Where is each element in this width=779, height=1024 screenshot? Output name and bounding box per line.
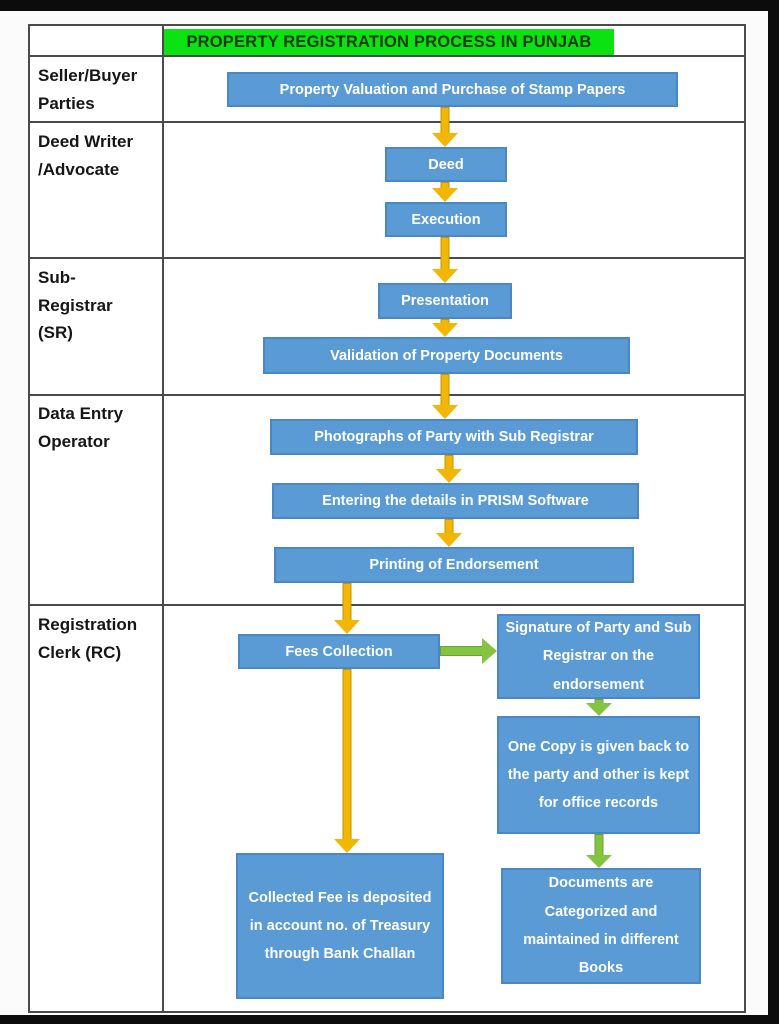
column-divider [162,26,164,1011]
arrow-printing-to-fees [334,583,360,634]
box-signature: Signature of Party and Sub Registrar on … [497,614,700,699]
row-divider-4 [30,604,744,606]
box-signature-text: Signature of Party and Sub Registrar on … [505,620,692,693]
arrow-deed-to-execution [432,182,458,202]
arrow-fees-to-signature [440,638,497,664]
box-entering-prism: Entering the details in PRISM Software [272,483,639,519]
box-execution: Execution [385,202,507,237]
process-table: PROPERTY REGISTRATION PROCESS IN PUNJAB … [28,24,746,1013]
row-divider-1 [30,121,744,123]
box-deed: Deed [385,147,507,182]
box-documents-text: Documents are Categorized and maintained… [523,875,679,977]
scan-border-right [768,0,779,1024]
row-divider-3 [30,394,744,396]
box-collected-fee: Collected Fee is deposited in account no… [236,853,444,999]
arrow-valuation-to-deed [432,107,458,147]
row-label-registration-clerk: Registration Clerk (RC) [38,615,138,662]
arrow-fees-to-collected-fee [334,669,360,853]
box-one-copy-text: One Copy is given back to the party and … [507,738,690,812]
box-photographs: Photographs of Party with Sub Registrar [270,419,638,455]
arrow-presentation-to-validation [432,319,458,337]
arrow-one-copy-to-documents [586,834,612,868]
arrow-signature-to-one-copy [586,699,612,716]
row-divider-title [30,55,744,57]
row-divider-2 [30,257,744,259]
box-documents: Documents are Categorized and maintained… [501,868,701,984]
box-validation: Validation of Property Documents [263,337,630,374]
row-label-seller-buyer: Seller/Buyer Parties [38,66,138,113]
box-printing: Printing of Endorsement [274,547,634,583]
scan-border-top [0,0,779,11]
box-one-copy: One Copy is given back to the party and … [497,716,700,834]
box-property-valuation: Property Valuation and Purchase of Stamp… [227,72,678,107]
row-label-data-entry: Data Entry Operator [38,404,124,451]
arrow-execution-to-presentation [432,237,458,283]
arrow-photographs-to-entering [436,455,462,483]
box-collected-fee-text: Collected Fee is deposited in account no… [248,889,432,963]
row-label-sub-registrar: Sub- Registrar (SR) [38,268,113,343]
row-label-deed-writer: Deed Writer /Advocate [38,132,134,179]
arrow-entering-to-printing [436,519,462,547]
page-title: PROPERTY REGISTRATION PROCESS IN PUNJAB [164,29,614,55]
arrow-validation-to-photographs [432,374,458,419]
scan-border-bottom [0,1015,779,1024]
box-fees-collection: Fees Collection [238,634,440,669]
box-presentation: Presentation [378,283,512,319]
